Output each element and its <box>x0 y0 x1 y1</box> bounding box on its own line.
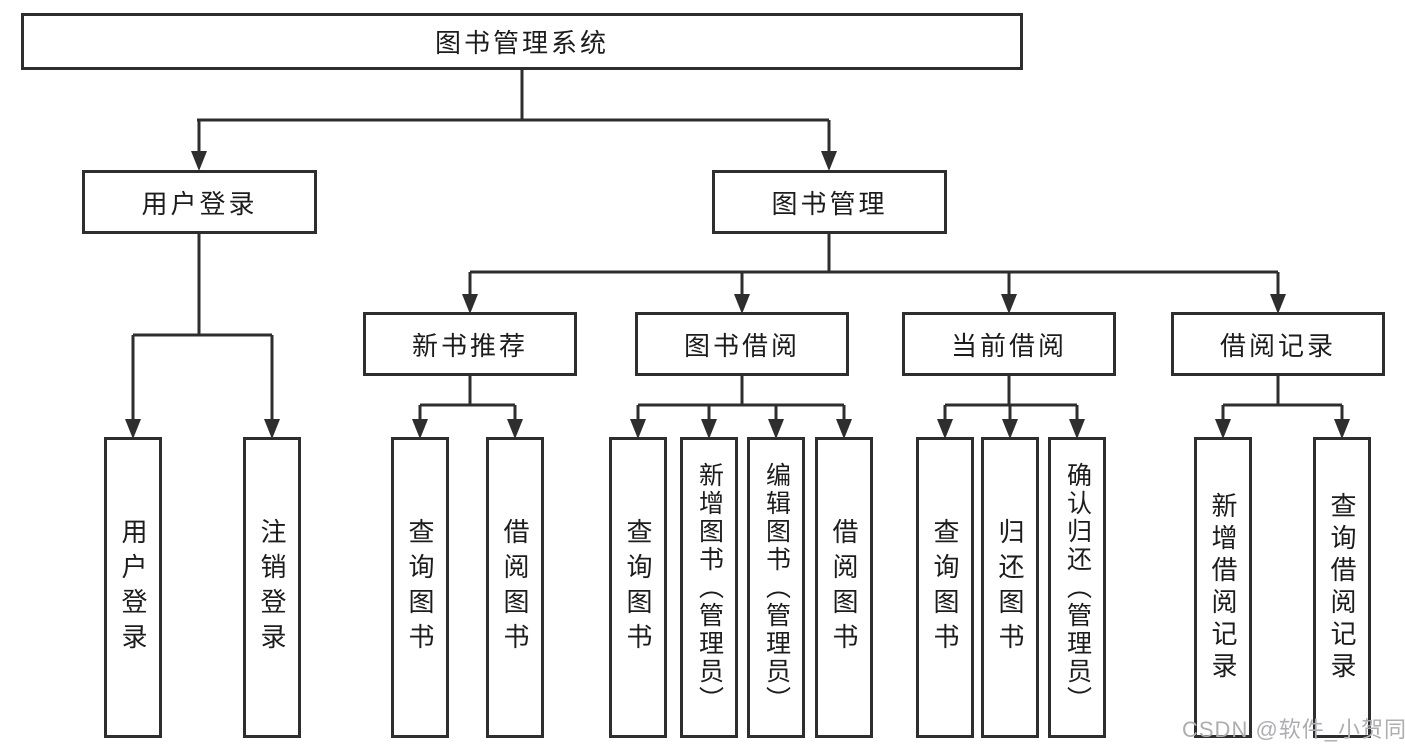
leaf-add-borrow-record: 新增借阅记录 <box>1194 437 1252 738</box>
edge-current-to-leaves <box>943 376 1079 425</box>
leaf-user-login: 用户登录 <box>104 437 162 738</box>
leaf-borrow-books: 借阅图书 <box>815 437 873 738</box>
leaf-logout: 注销登录 <box>243 437 301 738</box>
node-current-borrowing-label: 当前借阅 <box>950 330 1067 361</box>
leaf-query-books-current: 查询图书 <box>916 437 974 738</box>
leaf-confirm-return-admin-label: 确认归还（管理员） <box>1063 461 1092 714</box>
leaf-return-book-label: 归还图书 <box>995 517 1025 658</box>
leaf-confirm-return-admin: 确认归还（管理员） <box>1048 437 1106 738</box>
node-new-book-recommend: 新书推荐 <box>363 312 577 376</box>
node-root: 图书管理系统 <box>21 13 1023 70</box>
leaf-borrow-books-recommend-label: 借阅图书 <box>500 517 530 658</box>
leaf-user-login-label: 用户登录 <box>118 517 148 658</box>
edge-borrow-to-leaves <box>636 376 846 425</box>
leaf-borrow-books-recommend: 借阅图书 <box>486 437 544 738</box>
leaf-return-book: 归还图书 <box>981 437 1039 738</box>
leaf-add-borrow-record-label: 新增借阅记录 <box>1208 491 1238 684</box>
csdn-watermark: CSDN @软件_小贺同学 <box>1182 717 1405 742</box>
node-borrowing-records-label: 借阅记录 <box>1219 330 1336 361</box>
edge-recommend-to-leaves <box>418 376 517 425</box>
node-borrowing-records: 借阅记录 <box>1171 312 1385 376</box>
node-book-borrowing: 图书借阅 <box>635 312 849 376</box>
leaf-query-books-borrow: 查询图书 <box>609 437 667 738</box>
leaf-query-borrow-record: 查询借阅记录 <box>1313 437 1371 738</box>
leaf-edit-book-admin: 编辑图书（管理员） <box>747 437 805 738</box>
arrowheads <box>125 151 1350 439</box>
node-current-borrowing: 当前借阅 <box>902 312 1116 376</box>
node-root-label: 图书管理系统 <box>434 28 609 58</box>
node-book-management: 图书管理 <box>712 170 947 234</box>
node-book-management-label: 图书管理 <box>771 188 888 219</box>
leaf-borrow-books-label: 借阅图书 <box>829 517 859 658</box>
leaf-query-books-recommend: 查询图书 <box>391 437 449 738</box>
edge-login-to-leaves <box>131 234 274 425</box>
node-user-login-group: 用户登录 <box>82 170 317 234</box>
leaf-query-books-current-label: 查询图书 <box>930 517 960 658</box>
edge-records-to-leaves <box>1221 376 1344 425</box>
node-new-book-recommend-label: 新书推荐 <box>411 330 528 361</box>
leaf-query-books-borrow-label: 查询图书 <box>623 517 653 658</box>
leaf-query-books-recommend-label: 查询图书 <box>405 517 435 658</box>
node-book-borrowing-label: 图书借阅 <box>683 330 800 361</box>
leaf-logout-label: 注销登录 <box>257 517 287 658</box>
edge-mgmt-to-level3 <box>468 234 1280 300</box>
leaf-query-borrow-record-label: 查询借阅记录 <box>1327 491 1357 684</box>
leaf-add-book-admin: 新增图书（管理员） <box>680 437 738 738</box>
leaf-add-book-admin-label: 新增图书（管理员） <box>695 461 724 714</box>
node-user-login-group-label: 用户登录 <box>141 188 258 219</box>
leaf-edit-book-admin-label: 编辑图书（管理员） <box>762 461 791 714</box>
edge-root-to-level2 <box>197 70 831 158</box>
